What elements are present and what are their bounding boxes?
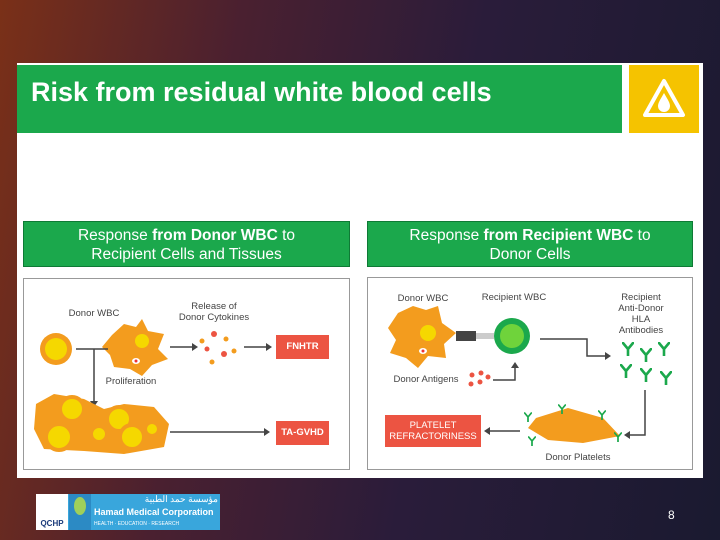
label-donor-platelets: Donor Platelets — [545, 452, 611, 463]
header-text: to — [633, 227, 651, 244]
label-line: HLA — [631, 314, 651, 325]
label-donor-wbc: Donor WBC — [397, 293, 449, 304]
logo-name: Hamad Medical Corporation — [94, 507, 214, 517]
donor-wbc-cell — [40, 319, 168, 376]
ta-gvhd-box: TA-GVHD — [276, 421, 329, 445]
logo-tagline: HEALTH · EDUCATION · RESEARCH — [94, 521, 180, 527]
label-line: PLATELET — [409, 420, 457, 431]
warning-droplet-icon — [629, 65, 699, 133]
header-bold: from Recipient WBC — [483, 227, 634, 244]
label-line: Release of — [191, 301, 237, 312]
label-line: Recipient — [621, 292, 661, 303]
header-line2: Donor Cells — [489, 246, 571, 263]
label-line: Donor Cytokines — [178, 312, 250, 323]
page-number: 8 — [668, 508, 675, 522]
header-text: to — [277, 227, 296, 244]
logo-arabic: مؤسسة حمد الطبية — [144, 494, 218, 504]
label-donor-antigens: Donor Antigens — [393, 374, 459, 385]
label-line: Antibodies — [618, 325, 664, 336]
donor-antigens — [468, 370, 491, 387]
qchp-logo: QCHP — [36, 494, 68, 530]
hmc-logo: QCHP مؤسسة حمد الطبية Hamad Medical Corp… — [36, 494, 220, 530]
leaf-icon — [69, 494, 91, 530]
slide-title: Risk from residual white blood cells — [17, 65, 622, 133]
label-line: REFRACTORINESS — [389, 431, 477, 442]
header-text: Response — [77, 227, 153, 244]
label-proliferation: Proliferation — [105, 376, 157, 387]
cytokines — [199, 331, 237, 365]
fnhtr-box: FNHTR — [276, 335, 329, 359]
antibodies — [620, 342, 672, 385]
label-recipient-wbc: Recipient WBC — [481, 292, 547, 303]
label-donor-wbc: Donor WBC — [68, 308, 120, 319]
header-bold: from Donor WBC — [152, 227, 278, 244]
header-line2: Recipient Cells and Tissues — [91, 246, 282, 263]
header-text: Response — [409, 227, 484, 244]
label-line: Anti-Donor — [618, 303, 664, 314]
